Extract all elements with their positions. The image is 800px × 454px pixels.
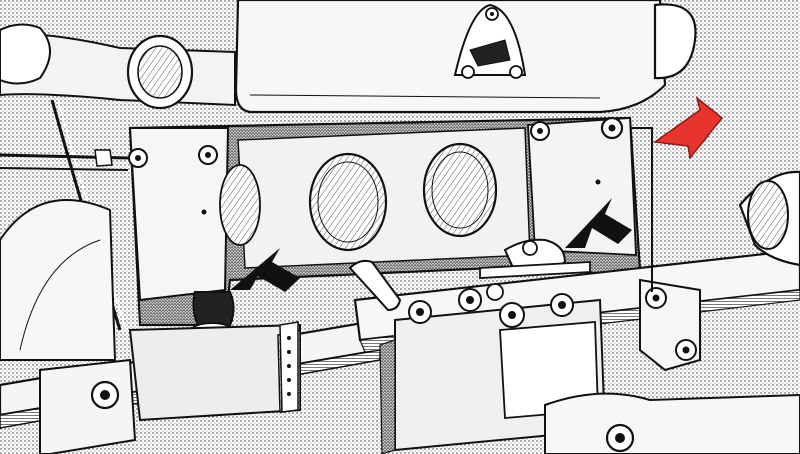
nut: [499, 302, 525, 328]
nut-cluster: [408, 283, 574, 328]
nut: [605, 423, 635, 453]
distributor-cap: [453, 3, 527, 79]
red-indicator-arrow: [652, 96, 724, 160]
nut: [458, 288, 482, 312]
spring-shackle: [544, 392, 800, 454]
perforated-strap: [279, 321, 299, 413]
nut: [408, 300, 432, 324]
plate-bolts: [128, 116, 624, 215]
left-hose: [0, 23, 236, 110]
nut: [550, 293, 574, 317]
exhaust-pipe: [738, 170, 800, 267]
nut: [486, 283, 504, 301]
left-drum: [0, 199, 117, 361]
pointer-arrow-left: [230, 248, 300, 292]
bolt: [675, 339, 697, 361]
bolt: [198, 145, 218, 165]
pointer-arrow-center: [565, 198, 632, 248]
indicator-leader-line: [630, 127, 653, 292]
right-cylinder-cap: [653, 3, 697, 80]
bracket-bolt: [600, 116, 624, 140]
bolt: [530, 121, 550, 141]
bolt: [645, 287, 667, 309]
loop-bracket: [348, 259, 402, 312]
plate-openings: [219, 142, 498, 252]
right-side-bracket: [639, 278, 701, 372]
bolt: [128, 148, 148, 168]
bottom-left-bracket: [39, 358, 137, 454]
upper-body-panel: [234, 0, 667, 114]
nut: [90, 380, 120, 410]
center-mount-rubber: [479, 238, 591, 279]
